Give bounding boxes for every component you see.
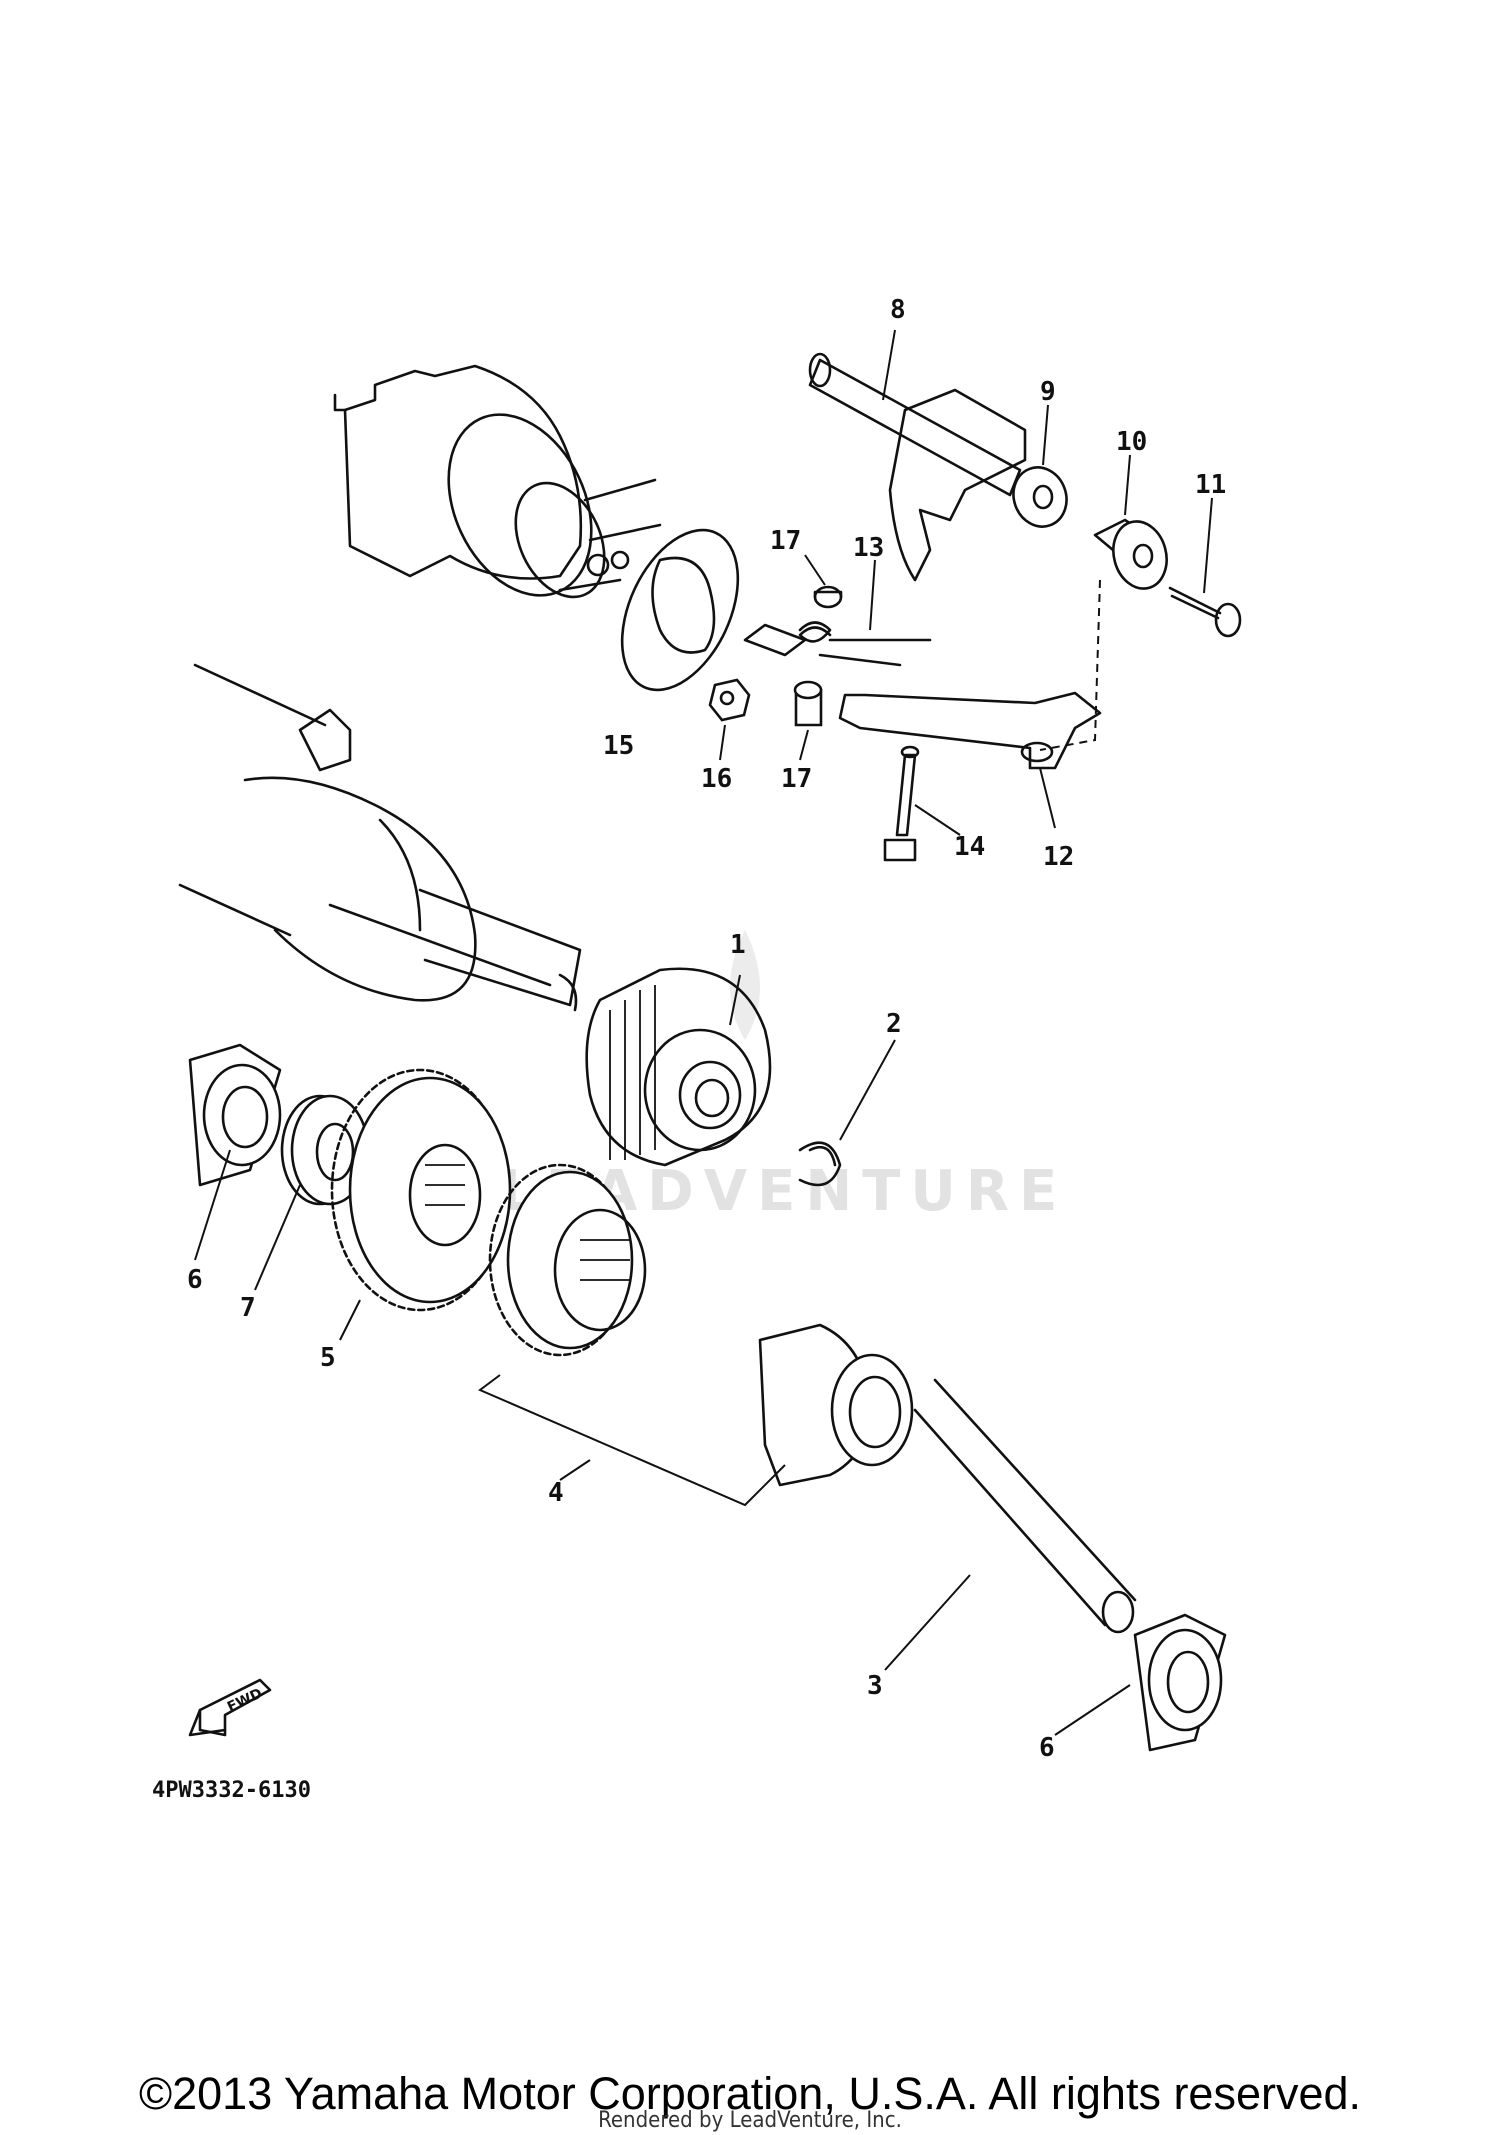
fwd-label: FWD xyxy=(225,1686,265,1716)
callout-6-left: 6 xyxy=(187,1265,203,1295)
bearing-part-6-right xyxy=(1054,1613,1227,1752)
collar-part-10 xyxy=(1093,454,1168,590)
nut-part-16 xyxy=(708,678,751,761)
shift-shaft-part-8 xyxy=(808,329,1027,582)
callout-17-lower: 17 xyxy=(781,764,812,794)
callout-15: 15 xyxy=(603,731,634,761)
callout-labels: 8 9 10 11 17 13 15 16 17 14 12 1 2 6 7 5… xyxy=(187,295,1226,1763)
callout-3: 3 xyxy=(867,1671,883,1701)
starter-clutch-part-1 xyxy=(585,967,772,1167)
circlip-part-2 xyxy=(798,1039,896,1187)
callout-17-upper: 17 xyxy=(770,526,801,556)
spring-part-13 xyxy=(743,559,932,667)
callout-5: 5 xyxy=(320,1343,336,1373)
collar-part-17-upper xyxy=(804,554,843,609)
callout-16: 16 xyxy=(701,764,732,794)
washer-part-9 xyxy=(1012,404,1068,528)
collar-part-17-lower xyxy=(793,680,823,761)
callout-6-right: 6 xyxy=(1039,1733,1055,1763)
starter-solenoid xyxy=(333,364,662,599)
washer-part-7 xyxy=(254,1094,370,1291)
bearing-part-6-left xyxy=(188,1043,282,1261)
starter-motor-body xyxy=(178,663,582,1012)
gasket-part-15 xyxy=(620,528,740,692)
shaft-part-3 xyxy=(884,1378,1137,1671)
copyright-notice: ©2013 Yamaha Motor Corporation, U.S.A. A… xyxy=(138,2068,1362,2119)
callout-7: 7 xyxy=(240,1293,256,1323)
callout-14: 14 xyxy=(954,832,985,862)
callout-8: 8 xyxy=(890,295,906,325)
callout-9: 9 xyxy=(1040,377,1056,407)
shift-arm-part-12 xyxy=(838,579,1102,829)
fwd-arrow: FWD xyxy=(188,1678,272,1737)
diagram-code: 4PW3332-6130 xyxy=(152,1778,311,1803)
callout-2: 2 xyxy=(886,1009,902,1039)
callout-1: 1 xyxy=(730,930,746,960)
callout-10: 10 xyxy=(1116,427,1147,457)
callout-4: 4 xyxy=(548,1478,564,1508)
callout-11: 11 xyxy=(1195,470,1226,500)
bolt-part-11 xyxy=(1168,497,1242,638)
idle-gear-part-5 xyxy=(330,1068,512,1341)
bolt-part-14 xyxy=(883,745,961,862)
callout-13: 13 xyxy=(853,533,884,563)
gear-part-4 xyxy=(478,1163,914,1507)
rendered-by-credit: Rendered by LeadVenture, Inc. xyxy=(598,2108,902,2133)
callout-12: 12 xyxy=(1043,842,1074,872)
